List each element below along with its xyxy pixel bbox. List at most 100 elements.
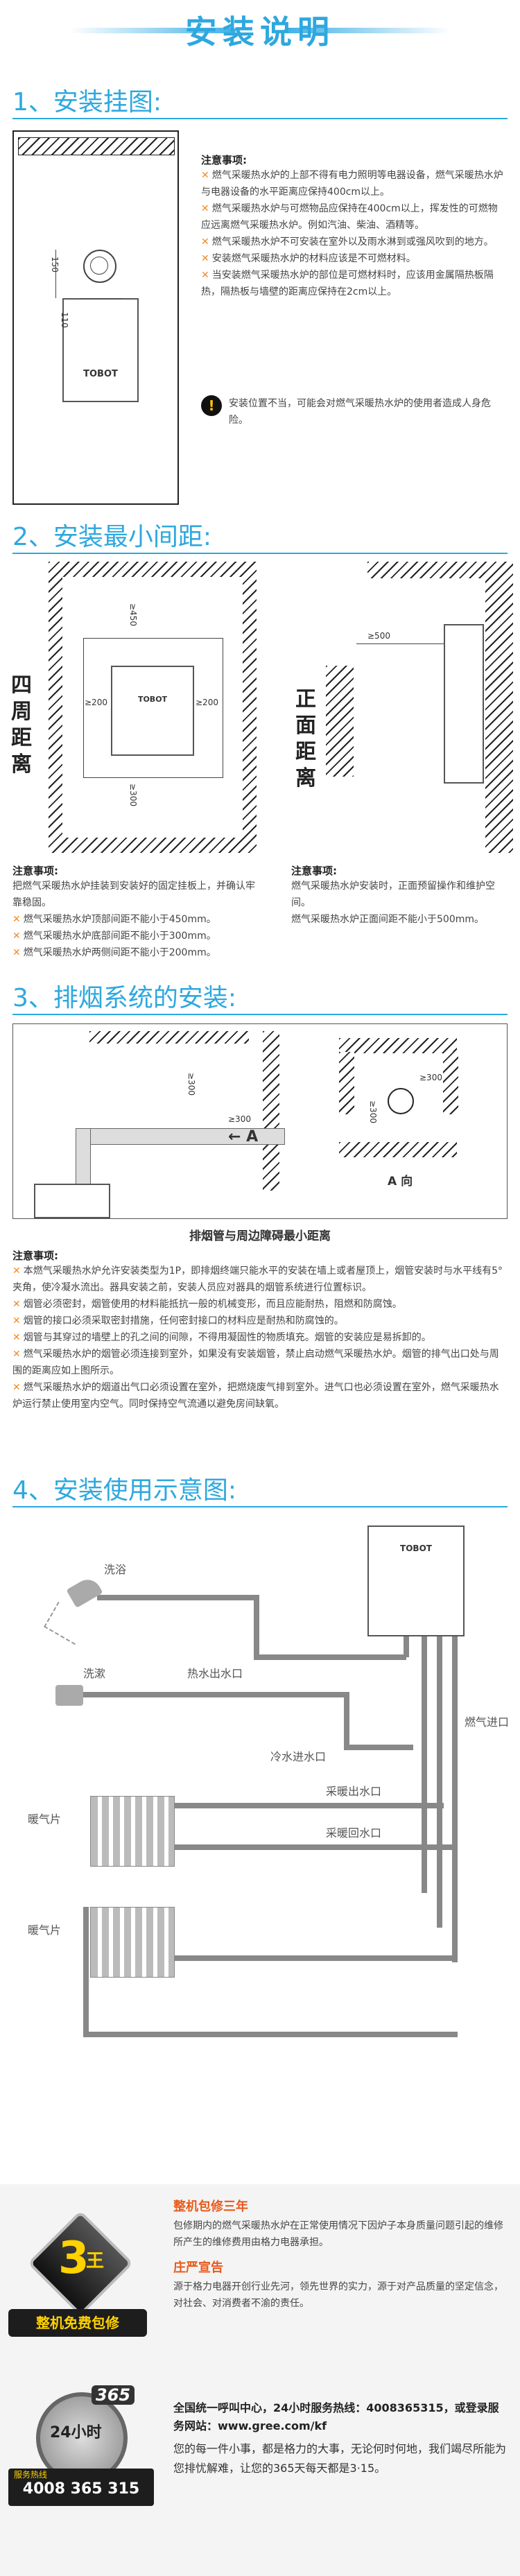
mounting-diagram: TOBOT 150 110 — [12, 130, 179, 505]
label-radiator-1: 暖气片 — [28, 1813, 62, 1826]
heat-out-pipe — [437, 1636, 442, 1928]
radiator2-loop — [111, 1955, 458, 1961]
a-top-hatch — [339, 1038, 457, 1053]
s1-warning-text: 安装位置不当，可能会对燃气采暖热水炉的使用者造成人身危险。 — [229, 398, 491, 426]
heater-brand: TOBOT — [83, 369, 118, 379]
a-view-label: A 向 — [388, 1175, 413, 1188]
dim-110: 110 — [60, 312, 69, 328]
s3-note: ✕燃气采暖热水炉的烟管必须连接到室外，如果没有安装烟管，禁止启动燃气采暖热水炉。… — [12, 1349, 499, 1376]
label-radiator-2: 暖气片 — [28, 1924, 62, 1937]
s2-note: 燃气采暖热水炉正面间距不能小于500mm。 — [291, 914, 484, 925]
heater-top — [34, 1184, 110, 1218]
shower-head-icon — [66, 1575, 103, 1608]
dim-d2: ≥300 — [228, 1114, 251, 1124]
s2-note: ✕燃气采暖热水炉顶部间距不能小于450mm。 — [12, 914, 216, 925]
gas-pipe — [422, 1636, 427, 1893]
contact-text: 全国统一呼叫中心，24小时服务热线：4008365315，或登录服务网站：www… — [173, 2401, 499, 2432]
s3-note: ✕烟管必须密封，烟管使用的材料能抵抗一般的机械变形，而且应能耐热，阻燃和防腐蚀。 — [12, 1299, 402, 1310]
section-3-divider — [12, 1014, 508, 1015]
bottom-loop — [83, 2032, 458, 2037]
s2-notes-left-title: 注意事项: — [12, 865, 58, 877]
clearance-diagram-front: 正面距离 ≥500 — [284, 562, 513, 853]
service-panel: 3 王 整机免费包修 整机包修三年 包修期内的燃气采暖热水炉在正常使用情况下因炉… — [0, 2184, 520, 2576]
section-1-divider — [12, 118, 508, 119]
s1-notes: 注意事项: ✕燃气采暖热水炉的上部不得有电力照明等电器设备，燃气采暖热水炉与电器… — [201, 153, 506, 300]
heat-back-pipe — [452, 1636, 458, 1962]
a-left-hatch — [339, 1052, 354, 1114]
clearance-box — [83, 638, 223, 778]
dim-line-2 — [80, 298, 122, 299]
section-3-title: 3、排烟系统的安装: — [12, 984, 237, 1012]
badge-char: 王 — [86, 2251, 105, 2272]
label-front: 正面距离 — [295, 687, 316, 790]
hotline-badge: 24小时 365 服务热线 4008 365 315 — [8, 2371, 154, 2510]
dim-front: ≥500 — [367, 631, 390, 641]
badge-number: 3 — [58, 2233, 89, 2284]
label-wash: 洗漱 — [83, 1667, 106, 1680]
page-title: 安装说明 — [185, 13, 335, 51]
warranty-title: 整机包修三年 — [173, 2199, 248, 2214]
shower-pipe — [97, 1595, 257, 1600]
dim-left: ≥200 — [85, 698, 107, 707]
heater-unit: TOBOT — [367, 1525, 465, 1636]
hot-riser — [254, 1595, 259, 1657]
contact-block: 全国统一呼叫中心，24小时服务热线：4008365315，或登录服务网站：www… — [173, 2399, 506, 2478]
label-cold-in: 冷水进水口 — [270, 1750, 327, 1763]
label-gas-in: 燃气进口 — [465, 1715, 510, 1729]
heater-outline: TOBOT — [62, 298, 139, 402]
s1-note: ✕燃气采暖热水炉与可燃物品应保持在400cm以上，挥发性的可燃物应远离燃气采暖热… — [201, 203, 498, 231]
heater-front: TOBOT — [111, 666, 194, 756]
s1-note: ✕当安装燃气采暖热水炉的部位是可燃材料时，应该用金属隔热板隔热，隔热板与墙壁的距… — [201, 270, 494, 297]
badge-line: 整机免费包修 — [8, 2309, 147, 2337]
title-deco-left — [69, 28, 236, 33]
dim-d4: ≥300 — [368, 1100, 378, 1123]
cold-main — [344, 1745, 413, 1750]
ceiling-hatch — [89, 1031, 249, 1044]
hotline-number: 4008 365 315 — [22, 2480, 140, 2498]
wash-pipe — [83, 1692, 347, 1697]
flue-inner — [90, 257, 108, 275]
warning-icon: ! — [201, 395, 222, 416]
heater-brand: TOBOT — [137, 695, 168, 704]
clearance-diagram-sides: 四周距离 TOBOT ≥450 ≥200 ≥200 ≥300 — [7, 562, 257, 853]
s2-note: ✕燃气采暖热水炉两侧间距不能小于200mm。 — [12, 947, 216, 958]
section-4-divider — [12, 1506, 508, 1507]
wall-hatch — [263, 1031, 279, 1191]
s2-note: 把燃气采暖热水炉挂装到安装好的固定挂板上，并确认牢靠稳固。 — [12, 881, 255, 908]
s1-note: ✕燃气采暖热水炉的上部不得有电力照明等电器设备，燃气采暖热水炉与电器设备的水平距… — [201, 170, 503, 198]
section-2-divider — [12, 553, 508, 554]
label-heat-back: 采暖回水口 — [326, 1826, 382, 1840]
left-riser — [83, 1907, 89, 2037]
closing-text: 您的每一件小事，都是格力的大事，无论何时何地，我们竭尽所能为您排忧解难，让您的3… — [173, 2442, 507, 2475]
front-wall-hatch — [326, 666, 354, 777]
s2-note: ✕燃气采暖热水炉底部间距不能小于300mm。 — [12, 931, 216, 942]
heat-out-main — [111, 1803, 444, 1808]
radiator-icon — [90, 1796, 175, 1867]
flue-diagram: ≥300 ≥300 ← A ≥300 ≥300 A 向 — [12, 1023, 508, 1219]
a-pipe-end — [388, 1088, 414, 1114]
cold-riser — [344, 1692, 349, 1747]
flue-circle — [83, 250, 116, 283]
s1-note: ✕燃气采暖热水炉不可安装在室外以及雨水淋到或强风吹到的地方。 — [201, 236, 494, 248]
usage-diagram: TOBOT 洗浴 洗漱 热水出水口 冷水进水口 燃气进口 采暖出水口 采暖回水口… — [7, 1519, 513, 2156]
dim-bottom: ≥300 — [128, 784, 138, 806]
dim-d1: ≥300 — [187, 1073, 196, 1096]
faucet-icon — [55, 1685, 83, 1706]
s2-notes-right-title: 注意事项: — [291, 865, 337, 877]
s1-note: ✕安装燃气采暖热水炉的材料应该是不可燃材料。 — [201, 253, 416, 264]
label-heat-out: 采暖出水口 — [326, 1785, 382, 1798]
flue-pipe — [83, 1128, 285, 1145]
s2-notes-right: 注意事项: 燃气采暖热水炉安装时，正面预留操作和维护空间。 燃气采暖热水炉正面间… — [291, 863, 506, 928]
s3-note: ✕本燃气采暖热水炉允许安装类型为1P，即排烟终端只能水平的安装在墙上或者屋顶上，… — [12, 1265, 503, 1293]
dim-d3: ≥300 — [419, 1073, 442, 1082]
s3-note: ✕烟管与其穿过的墙壁上的孔之间的间隙，不得用凝固性的物质填充。烟管的安装应是易拆… — [12, 1332, 431, 1343]
s2-note: 燃气采暖热水炉安装时，正面预留操作和维护空间。 — [291, 881, 495, 908]
hot-drop — [404, 1636, 409, 1657]
s2-notes-left: 注意事项: 把燃气采暖热水炉挂装到安装好的固定挂板上，并确认牢靠稳固。 ✕燃气采… — [12, 863, 262, 961]
s3-note: ✕燃气采暖热水炉的烟道出气口必须设置在室外，把燃烧废气排到室外。进气口也必须设置… — [12, 1382, 499, 1410]
label-hot-out: 热水出水口 — [187, 1667, 243, 1680]
section-2-title: 2、安装最小间距: — [12, 523, 212, 551]
a-bottom-hatch — [339, 1142, 457, 1157]
warranty-text-block: 整机包修三年 包修期内的燃气采暖热水炉在正常使用情况下因炉子本身质量问题引起的维… — [173, 2197, 506, 2312]
hot-main — [254, 1654, 406, 1660]
